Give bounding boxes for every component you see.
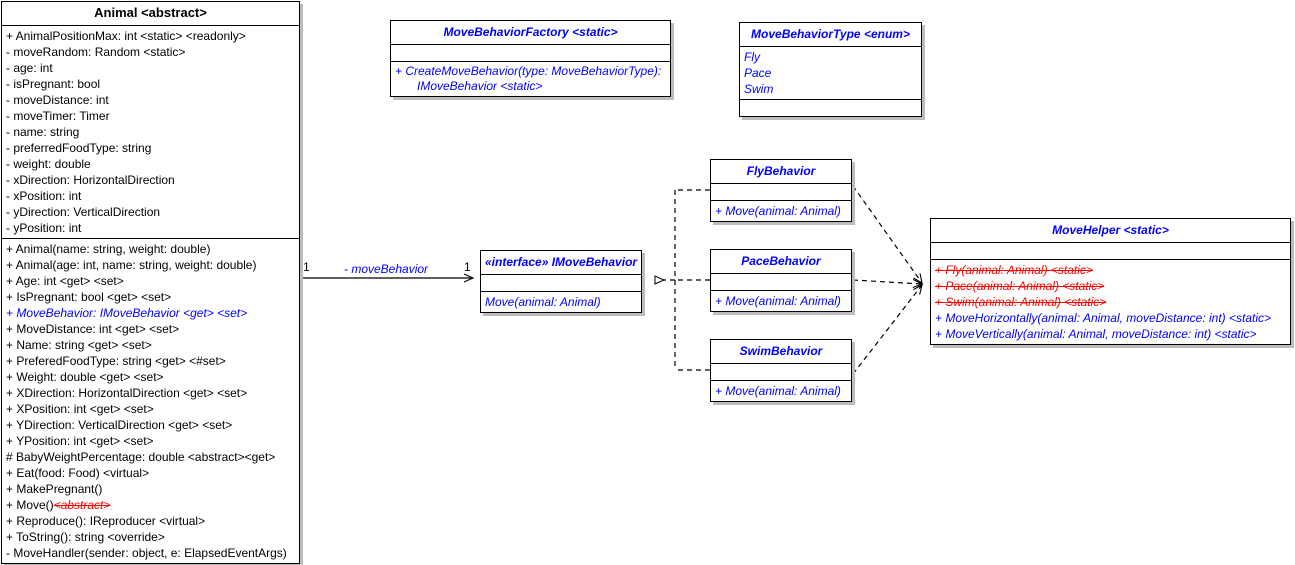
class-box-swimbehavior[interactable]: SwimBehavior + Move(animal: Animal) xyxy=(710,339,852,402)
member-row-move: + Move()<abstract> xyxy=(6,497,296,513)
member-move-prefix: + Move() xyxy=(6,498,54,512)
class-members-pacebehavior: + Move(animal: Animal) xyxy=(711,291,851,311)
field-row: - weight: double xyxy=(6,157,91,171)
class-members-swimbehavior: + Move(animal: Animal) xyxy=(711,381,851,401)
member-row: Move(animal: Animal) xyxy=(485,295,601,309)
enum-value-row: Fly xyxy=(744,50,760,64)
association-multiplicity-target: 1 xyxy=(464,260,471,274)
field-row: - moveRandom: Random <static> xyxy=(6,45,186,59)
class-fields-pacebehavior xyxy=(711,274,851,291)
class-members-movebehaviorfactory: + CreateMoveBehavior(type: MoveBehaviorT… xyxy=(391,62,670,96)
member-row: + Animal(name: string, weight: double) xyxy=(6,242,211,256)
class-title-movebehaviortype: MoveBehaviorType <enum> xyxy=(740,23,921,47)
field-row: - preferredFoodType: string xyxy=(6,141,152,155)
member-row: + Age: int <get> <set> xyxy=(6,274,124,288)
field-row: - xPosition: int xyxy=(6,189,82,203)
class-box-flybehavior[interactable]: FlyBehavior + Move(animal: Animal) xyxy=(710,159,852,222)
field-row: - isPregnant: bool xyxy=(6,77,101,91)
member-line-1: + CreateMoveBehavior(type: MoveBehaviorT… xyxy=(395,64,662,78)
class-title-pacebehavior: PaceBehavior xyxy=(711,250,851,274)
member-row-createmovebehavior: + CreateMoveBehavior(type: MoveBehaviorT… xyxy=(395,64,667,94)
association-multiplicity-source: 1 xyxy=(303,260,310,274)
member-row: + ToString(): string <override> xyxy=(6,530,165,544)
class-members-movebehaviortype xyxy=(740,100,921,116)
field-row: - age: int xyxy=(6,61,53,75)
class-box-movebehaviorfactory[interactable]: MoveBehaviorFactory <static> + CreateMov… xyxy=(390,20,671,97)
member-row-movebehavior: + MoveBehavior: IMoveBehavior <get> <set… xyxy=(6,306,248,320)
member-row: + Eat(food: Food) <virtual> xyxy=(6,466,150,480)
class-title-imovebehavior: «interface» IMoveBehavior xyxy=(481,251,641,275)
member-row: + MoveDistance: int <get> <set> xyxy=(6,322,180,336)
class-box-pacebehavior[interactable]: PaceBehavior + Move(animal: Animal) xyxy=(710,249,852,312)
field-row: - yPosition: int xyxy=(6,221,82,235)
enum-value-row: Swim xyxy=(744,82,774,96)
member-row: - MoveHandler(sender: object, e: Elapsed… xyxy=(6,546,287,560)
class-fields-flybehavior xyxy=(711,184,851,201)
class-fields-movehelper xyxy=(931,243,1290,260)
class-title-flybehavior: FlyBehavior xyxy=(711,160,851,184)
association-label: - moveBehavior xyxy=(344,262,429,276)
member-row-deprecated: + Pace(animal: Animal) <static> xyxy=(935,279,1105,293)
member-row-deprecated: + Swim(animal: Animal) <static> xyxy=(935,295,1107,309)
class-title-animal: Animal <abstract> xyxy=(2,2,299,26)
member-move-stereotype: <abstract> xyxy=(53,498,111,512)
field-row: + AnimalPositionMax: int <static> <reado… xyxy=(6,29,246,43)
member-row: + Weight: double <get> <set> xyxy=(6,370,164,384)
class-fields-animal: + AnimalPositionMax: int <static> <reado… xyxy=(2,26,299,239)
class-fields-imovebehavior xyxy=(481,275,641,292)
member-row: + Move(animal: Animal) xyxy=(715,294,841,308)
class-title-swimbehavior: SwimBehavior xyxy=(711,340,851,364)
class-members-animal: + Animal(name: string, weight: double) +… xyxy=(2,239,299,563)
member-row: + MakePregnant() xyxy=(6,482,103,496)
class-fields-movebehaviorfactory xyxy=(391,45,670,62)
member-row: + XPosition: int <get> <set> xyxy=(6,402,154,416)
class-values-movebehaviortype: Fly Pace Swim xyxy=(740,47,921,100)
edge-dependencies xyxy=(852,185,924,375)
member-row: # BabyWeightPercentage: double <abstract… xyxy=(6,450,276,464)
member-row: + Move(animal: Animal) xyxy=(715,204,841,218)
class-members-imovebehavior: Move(animal: Animal) xyxy=(481,292,641,312)
member-row: + MoveVertically(animal: Animal, moveDis… xyxy=(935,327,1257,341)
member-line-2: IMoveBehavior <static> xyxy=(417,79,543,93)
field-row: - name: string xyxy=(6,125,80,139)
class-box-animal[interactable]: Animal <abstract> + AnimalPositionMax: i… xyxy=(1,1,300,564)
enum-value-row: Pace xyxy=(744,66,772,80)
class-fields-swimbehavior xyxy=(711,364,851,381)
member-row: + MoveHorizontally(animal: Animal, moveD… xyxy=(935,311,1272,325)
member-row: + Animal(age: int, name: string, weight:… xyxy=(6,258,257,272)
member-row: + Reproduce(): IReproducer <virtual> xyxy=(6,514,206,528)
member-row-deprecated: + Fly(animal: Animal) <static> xyxy=(935,263,1093,277)
field-row: - yDirection: VerticalDirection xyxy=(6,205,161,219)
member-row: + Move(animal: Animal) xyxy=(715,384,841,398)
class-members-movehelper: + Fly(animal: Animal) <static> + Pace(an… xyxy=(931,260,1290,344)
class-members-flybehavior: + Move(animal: Animal) xyxy=(711,201,851,221)
member-row: + IsPregnant: bool <get> <set> xyxy=(6,290,172,304)
class-title-movehelper: MoveHelper <static> xyxy=(931,219,1290,243)
class-box-imovebehavior[interactable]: «interface» IMoveBehavior Move(animal: A… xyxy=(480,250,642,313)
field-row: - moveDistance: int xyxy=(6,93,109,107)
member-row: + Name: string <get> <set> xyxy=(6,338,152,352)
member-row: + YPosition: int <get> <set> xyxy=(6,434,154,448)
field-row: - xDirection: HorizontalDirection xyxy=(6,173,175,187)
field-row: - moveTimer: Timer xyxy=(6,109,110,123)
class-box-movebehaviortype[interactable]: MoveBehaviorType <enum> Fly Pace Swim xyxy=(739,22,922,117)
class-title-movebehaviorfactory: MoveBehaviorFactory <static> xyxy=(391,21,670,45)
class-box-movehelper[interactable]: MoveHelper <static> + Fly(animal: Animal… xyxy=(930,218,1291,345)
member-row: + YDirection: VerticalDirection <get> <s… xyxy=(6,418,233,432)
edge-realizations xyxy=(654,189,710,371)
member-row: + PreferedFoodType: string <get> <#set> xyxy=(6,354,226,368)
member-row: + XDirection: HorizontalDirection <get> … xyxy=(6,386,248,400)
